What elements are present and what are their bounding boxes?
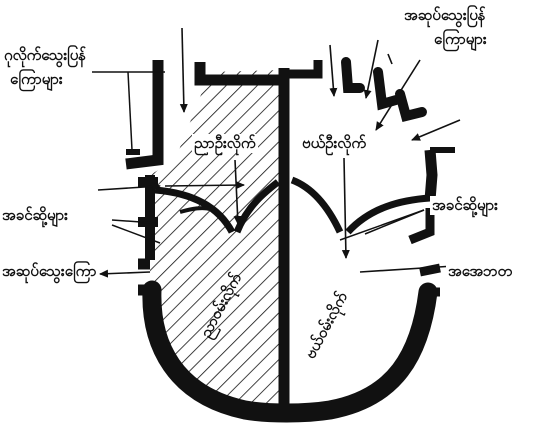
label-vena-cava-line2: ကြောများ xyxy=(8,70,65,89)
label-valves-left: အခင်ဆို့များ xyxy=(0,206,70,225)
mitral-flap-b xyxy=(348,198,430,232)
septum-top-bar-right xyxy=(286,60,318,74)
mitral-flap-c xyxy=(410,208,430,240)
pulmonary-vein-1 xyxy=(346,62,360,88)
label-left-atrium: ဗယ်ဦးလိုက် xyxy=(300,134,368,153)
label-right-atrium: ညာဦးလိုက် xyxy=(192,134,258,153)
label-pulmonary-veins-line1: အဆုပ်သွေးပြန် xyxy=(402,6,488,25)
pulmonary-vein-2 xyxy=(378,72,396,104)
label-aorta: အအေဘတ xyxy=(446,262,514,281)
label-pulmonary-veins-line2: ကြောများ xyxy=(432,30,489,49)
label-valves-right: အခင်ဆို့များ xyxy=(430,196,500,215)
pulmonary-artery-bars xyxy=(138,264,152,290)
pulmonary-vein-3 xyxy=(400,94,422,116)
label-pulmonary-artery: အဆုပ်သွေးကြော xyxy=(0,262,99,281)
mitral-flap-a xyxy=(292,180,340,232)
label-vena-cava-line1: ဂုလိုက်သွေးပြန် xyxy=(2,46,88,65)
left-atrium-wall xyxy=(430,150,432,200)
